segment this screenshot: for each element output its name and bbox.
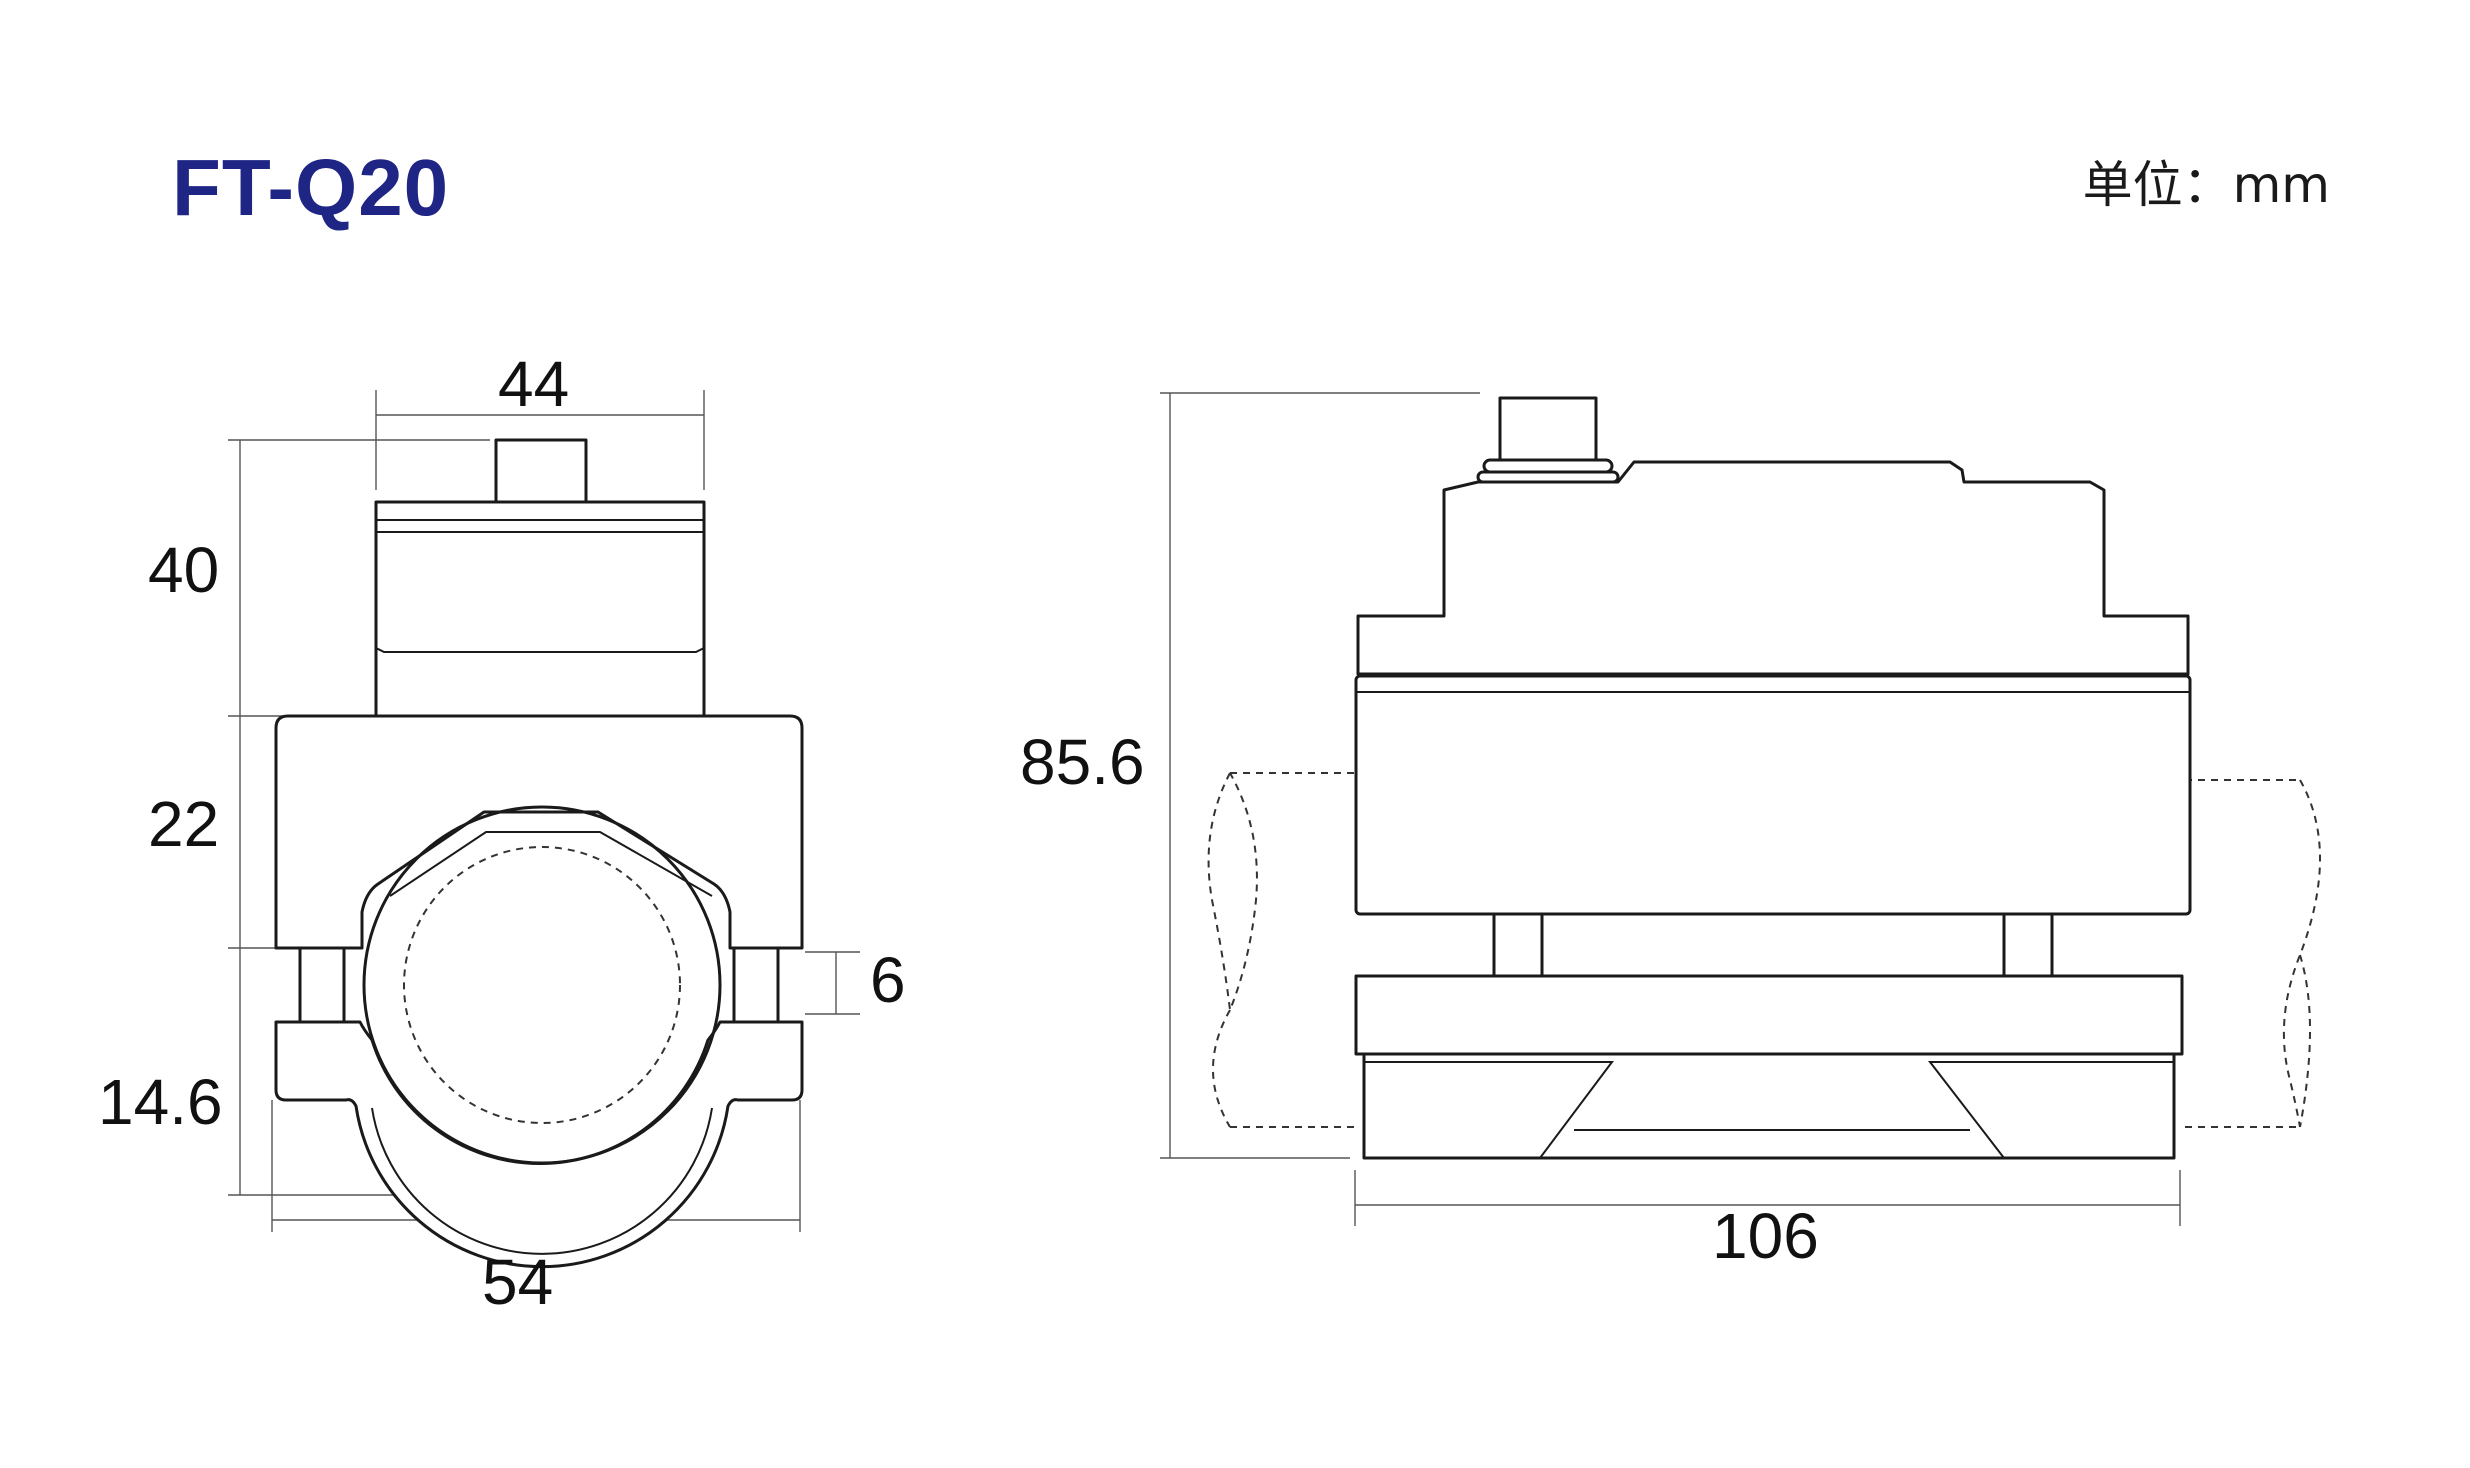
front-gap-posts [298, 946, 780, 1024]
dim-label-bottom-height: 14.6 [98, 1066, 223, 1138]
side-head-cover [1356, 460, 2190, 676]
front-lower-clamp-inner-edge [371, 1107, 713, 1255]
front-clamp-chamfer [389, 831, 713, 897]
dim-label-total-width: 54 [482, 1246, 554, 1318]
dim-line-gap [805, 951, 860, 1015]
front-connector-knob [494, 438, 588, 504]
side-connector [1476, 396, 1620, 484]
model-title: FT-Q20 [172, 143, 450, 232]
side-posts [1492, 912, 2054, 978]
side-lower-clamp [1354, 974, 2184, 1160]
dim-label-gap: 6 [870, 944, 906, 1016]
side-main-body [1354, 674, 2192, 916]
side-view [1160, 392, 2321, 1226]
side-pipe-phantom [1207, 772, 2321, 1128]
front-lower-clamp [274, 1020, 804, 1269]
pipe-inner-circle [403, 846, 681, 1124]
dim-line-length [1354, 1170, 2181, 1226]
front-sensor-head [374, 500, 706, 720]
dim-label-total-height: 85.6 [1020, 726, 1145, 798]
dim-line-total-height [1160, 392, 1480, 1159]
dim-label-body-height: 22 [148, 788, 220, 860]
front-view [228, 390, 860, 1269]
unit-label: 单位：mm [2082, 156, 2330, 214]
dim-label-head-height: 40 [148, 534, 220, 606]
dim-label-length: 106 [1712, 1200, 1819, 1272]
pipe-outer-circle [362, 805, 722, 1165]
dim-label-top-width: 44 [498, 348, 570, 420]
front-upper-clamp [274, 714, 804, 950]
